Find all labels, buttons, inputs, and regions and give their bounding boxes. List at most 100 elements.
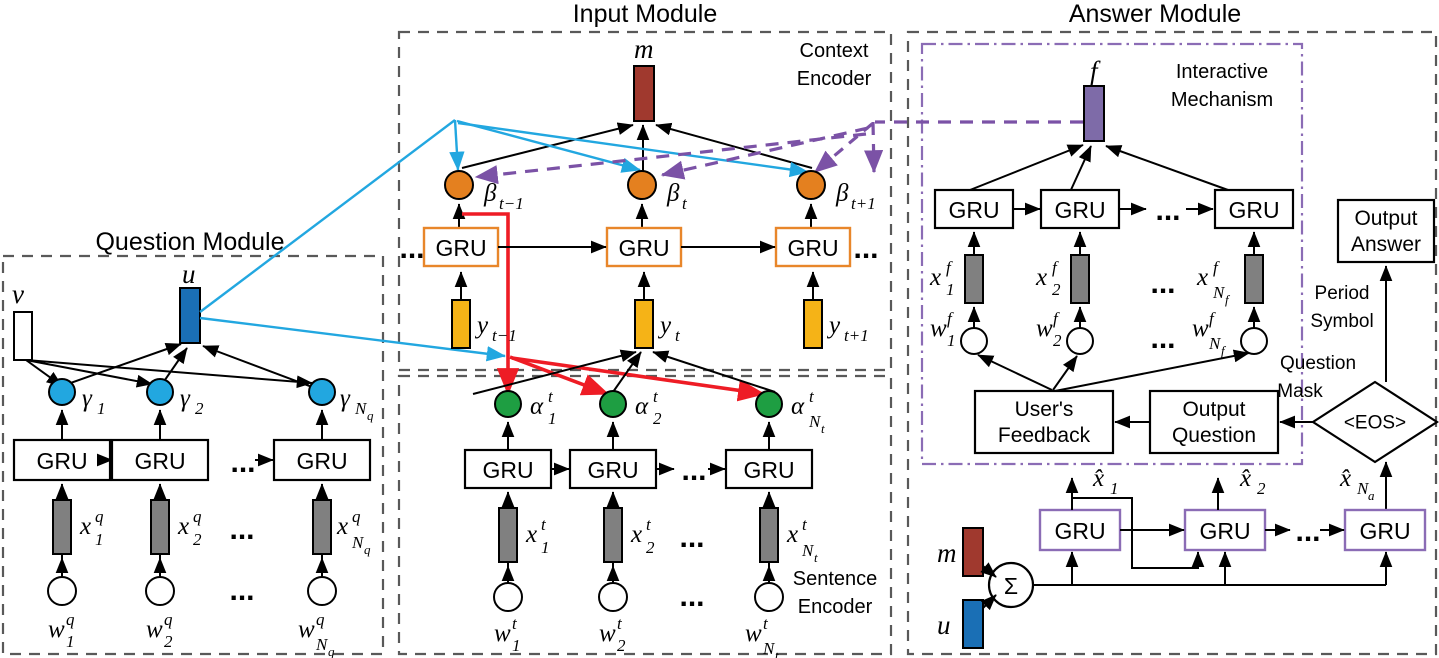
alpha-sup-1: t [548,387,554,406]
wt-sup-3: t [763,614,769,633]
sentence-gru-1 [463,448,553,490]
users-feedback-box[interactable] [973,389,1115,455]
xf-label-1: x [929,264,941,291]
wf-sup-2: f [1053,309,1060,328]
wf-node-1 [960,327,988,355]
alpha-sub-2: 2 [653,409,662,428]
xf-vector-3 [1244,254,1264,304]
answer-gru-1 [933,188,1015,230]
decoder-gru-1-label: GRU [1054,518,1105,544]
decoder-gru-2-label: GRU [1199,518,1250,544]
beta-sub-1: t−1 [499,194,524,213]
decoder-gru-3 [1343,508,1427,552]
xt-sup-3: t [802,515,808,534]
xt-sub-1: 1 [541,538,550,557]
wf-node-3 [1240,327,1268,355]
context-gru-3-label: GRU [787,235,838,261]
gamma-sub-3: N [354,399,368,418]
edge-beta1-m [461,122,634,169]
question-gru-ellipsis: ... [230,446,255,479]
sentence-gru-3-label: GRU [743,457,794,483]
xf-label-2: x [1035,264,1047,291]
v-label: v [12,279,24,309]
edge-feedback-wf1 [977,354,1053,391]
red-to-alpha3 [511,356,766,402]
wf-sup-1: f [947,309,954,328]
context-encoder-border [397,30,893,372]
purple-fan-beta3 [813,122,874,174]
xq-sup-2: q [193,507,202,526]
wt-sup-1: t [512,614,518,633]
period-symbol-label-1: Period [1315,283,1370,304]
u-vector [179,287,201,344]
u-label: u [182,259,196,289]
xhat-label-3: x̂ [1339,465,1351,492]
alpha-node-3 [755,390,783,418]
xt-vector-1 [498,507,518,563]
wq-node-1 [47,576,77,606]
xhat-sub-1: 1 [1110,479,1119,498]
sentence-gru-ellipsis: ... [681,454,706,487]
gamma-node-2 [146,378,174,406]
output-answer-box[interactable] [1336,198,1436,264]
decoder-gru-3-label: GRU [1359,518,1410,544]
context-gru-1-label: GRU [435,235,486,261]
edge-beta3-m [655,122,813,169]
edge-agru3-f [1105,145,1229,191]
beta-label-3: β [835,180,849,207]
wt-label-2: w [599,620,616,647]
wt-ellipsis: ... [679,580,704,613]
purple-fan-beta2 [660,126,869,180]
xt-label-2: x [630,521,642,548]
eos-diamond[interactable] [1310,380,1439,464]
output-question-box[interactable] [1148,389,1280,455]
wq-node-3 [307,576,337,606]
gamma-label-3: γ [340,385,351,412]
f-vector [1083,85,1105,142]
answer-gru-1-label: GRU [948,197,999,223]
context-gru-1 [422,226,500,268]
xq-sup-1: q [95,507,104,526]
alpha-label-2: α [635,393,649,420]
cyan-u-to-alpha-junction [199,316,506,362]
question-gru-1 [12,438,112,482]
xq-label-1: x [79,513,91,540]
wt-sub-2: 2 [617,636,626,655]
wq-label-1: w [48,616,65,643]
xf-sup-1: f [946,258,953,277]
decoder-feedback-loop [1072,497,1205,569]
wt-node-3 [754,582,784,612]
alpha-sub-3: N [808,412,822,431]
answer-gru-3 [1213,188,1295,230]
question-module-title: Question Module [95,228,284,256]
xf-vector-1 [964,254,984,304]
xq-label-2: x [177,513,189,540]
beta-sub-2: t [682,194,688,213]
question-module-border [1,254,385,656]
wt-node-2 [598,582,628,612]
beta-label-2: β [666,180,680,207]
y-vector-1 [451,299,471,349]
period-symbol-label-2: Symbol [1310,311,1373,332]
interactive-mechanism-border [920,42,1304,466]
xhat-label-1: x̂ [1092,465,1104,492]
context-gru-3 [774,226,852,268]
m-label: m [634,34,654,64]
u-label-decoder: u [937,610,951,640]
answer-module-title: Answer Module [1069,0,1241,28]
context-gru-2-label: GRU [618,235,669,261]
xf-ellipsis: ... [1150,267,1175,300]
input-module-title: Input Module [573,0,718,28]
alpha-label-1: α [530,393,544,420]
alpha-sub2-3: t [821,421,825,436]
question-gru-2 [110,438,210,482]
xt-sup-2: t [646,515,652,534]
edge-agru2-f [1069,145,1092,193]
edge-m-sum [980,562,997,578]
edge-v-gamma2 [25,359,153,388]
cyan-u-to-fan [199,119,456,313]
sentence-gru-2 [568,448,658,490]
output-answer-label-2: Answer [1351,233,1421,256]
xq-sup-3: q [352,507,361,526]
beta-node-2 [627,170,657,200]
